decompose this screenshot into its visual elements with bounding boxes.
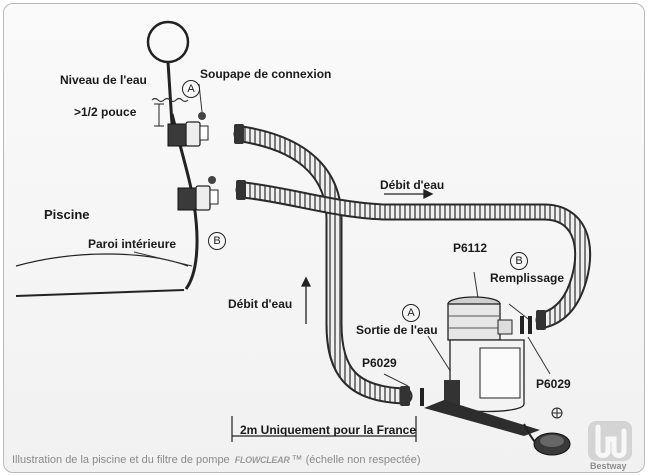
p6029-left-label: P6029 [362,356,397,370]
valve-a-fitting [167,112,209,147]
pool-frame-post [146,20,190,125]
marker-b-valve: B [208,232,226,250]
water-flow-top-label: Débit d'eau [380,178,445,192]
p6112-label: P6112 [453,241,488,255]
caption-text-before: Illustration de la piscine et du filtre … [12,454,230,466]
caption-text-after: ™ (échelle non respectée) [291,454,421,466]
p6029-right-label: P6029 [536,377,571,391]
water-level-line [151,97,189,103]
marker-a-valve: A [182,80,200,98]
flow-arrows [300,188,434,324]
hose-clamps [234,124,546,406]
connection-valve-label: Soupape de connexion [200,67,332,81]
distance-label: 2m Uniquement pour la France [240,423,417,437]
marker-a-pump: A [402,304,420,322]
half-inch-label: >1/2 pouce [74,105,137,119]
diagram-artwork [15,20,592,456]
brand-name: Bestway [590,461,627,471]
water-level-label: Niveau de l'eau [60,73,147,87]
filling-label: Remplissage [490,271,565,285]
half-inch-dimension [154,103,164,127]
distance-bracket [231,416,417,442]
caption-product-logo: FLOWCLEAR [234,455,290,465]
pool-liner-line [15,253,189,267]
valve-b-fitting [177,176,219,211]
diagram-frame: Niveau de l'eau >1/2 pouce Soupape de co… [3,3,645,473]
pool-label: Piscine [44,207,90,222]
marker-b-pump: B [510,252,528,270]
figure-caption: Illustration de la piscine et du filtre … [12,454,421,466]
water-flow-side-label: Débit d'eau [228,297,293,311]
adapter-rings [420,316,532,406]
water-outlet-label: Sortie de l'eau [356,323,438,337]
inner-wall-label: Paroi intérieure [88,237,177,251]
pump-filter-unit [424,296,571,456]
bestway-logo-icon [588,421,632,461]
